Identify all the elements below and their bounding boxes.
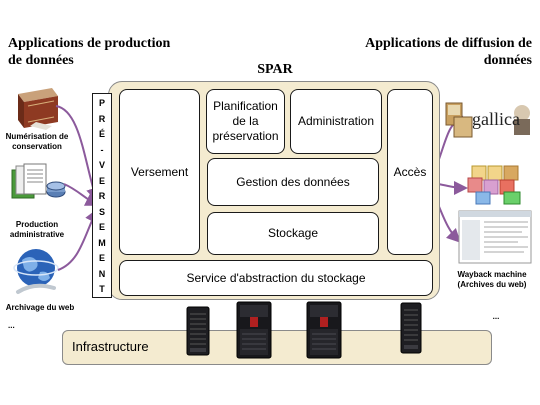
- documents-icon: [10, 162, 66, 202]
- stockage-box: Stockage: [207, 212, 379, 255]
- media-formats-icon: [466, 164, 526, 206]
- administration-label: Administration: [297, 114, 375, 128]
- item-label-production: Production administrative: [9, 220, 65, 239]
- preversement-letter: R: [98, 113, 106, 124]
- gestion-label: Gestion des données: [236, 174, 350, 189]
- preversement-letter: R: [98, 191, 106, 201]
- planification-box: Planification de la préservation: [206, 89, 285, 154]
- service-abstraction-label: Service d'abstraction du stockage: [186, 270, 366, 285]
- server-icon: [400, 302, 422, 354]
- gallica-logo-text: gallica: [472, 109, 520, 129]
- administration-box: Administration: [290, 89, 382, 154]
- left-ellipsis: ...: [8, 321, 15, 330]
- server-rack-icon: [236, 301, 272, 359]
- server-rack-icon: [306, 301, 342, 359]
- item-label-archivage: Archivage du web: [5, 303, 75, 312]
- preversement-letter: -: [100, 144, 104, 155]
- arrow-numerisation: [55, 105, 100, 202]
- spar-title: SPAR: [257, 62, 293, 77]
- globe-icon: [12, 246, 62, 298]
- acces-box: Accès: [387, 89, 433, 255]
- preversement-letter: E: [98, 175, 105, 186]
- right-ellipsis: ...: [492, 312, 500, 321]
- preversement-letter: S: [98, 206, 105, 217]
- preversement-letter: V: [98, 160, 105, 170]
- preversement-letter: M: [98, 237, 106, 248]
- versement-box: Versement: [119, 89, 200, 255]
- right-panel-title: Applications de diffusion de données: [365, 36, 532, 68]
- server-icon: [186, 306, 210, 356]
- stockage-label: Stockage: [267, 226, 319, 240]
- arrow-wayback: [437, 203, 461, 243]
- preversement-letter: N: [98, 268, 106, 279]
- web-page-icon: [458, 210, 532, 264]
- preversement-letter: E: [98, 253, 105, 263]
- preversement-letter: E: [98, 222, 105, 232]
- planification-label: Planification de la préservation: [212, 99, 279, 143]
- arrow-archivage: [57, 208, 98, 271]
- preversement-letter: P: [98, 98, 105, 108]
- preversement-letter: É: [98, 129, 105, 139]
- infrastructure-label: Infrastructure: [72, 339, 149, 354]
- acces-label: Accès: [393, 164, 427, 179]
- preversement-letter: T: [99, 284, 105, 294]
- book-icon: [12, 86, 62, 130]
- item-label-numerisation: Numérisation de conservation: [5, 132, 69, 151]
- arrow-media: [437, 180, 468, 195]
- gestion-box: Gestion des données: [207, 158, 379, 206]
- item-label-wayback: Wayback machine (Archives du web): [457, 270, 527, 289]
- versement-label: Versement: [130, 164, 189, 179]
- service-abstraction-box: Service d'abstraction du stockage: [119, 260, 433, 296]
- left-panel-title: Applications de production de données: [8, 36, 171, 68]
- gallica-icon: gallica: [444, 99, 536, 139]
